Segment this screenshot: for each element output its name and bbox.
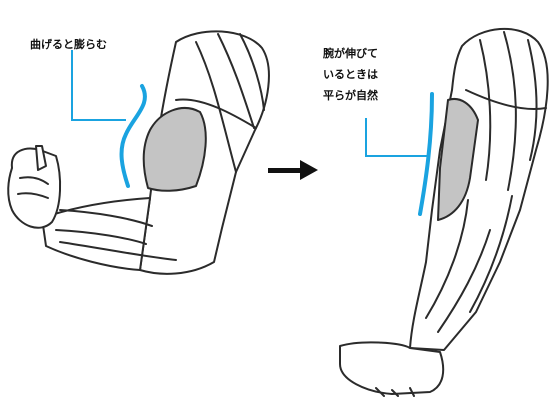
straight-annotation-line: 平らが自然 [323, 89, 378, 102]
straight-indicator [418, 92, 434, 216]
straight-annotation-line: いるときは [323, 68, 378, 81]
bent-arm-illustration [7, 30, 270, 275]
straight-annotation-line: 腕が伸びて [323, 47, 378, 60]
straight-annotation: 腕が伸びて いるときは 平らが自然 [323, 43, 378, 106]
bent-arm-biceps [142, 107, 207, 192]
bulge-indicator [119, 84, 147, 188]
bent-arm-fist [7, 147, 62, 229]
straight-arm-outline [409, 28, 549, 351]
straight-callout-line [365, 118, 430, 157]
straight-arm-biceps [437, 98, 479, 221]
straight-arm-illustration [339, 28, 549, 397]
bent-annotation: 曲げると膨らむ [30, 38, 107, 51]
straight-arm-hand [339, 341, 445, 395]
right-arrow-icon [268, 160, 318, 180]
bent-callout-line [71, 50, 126, 121]
